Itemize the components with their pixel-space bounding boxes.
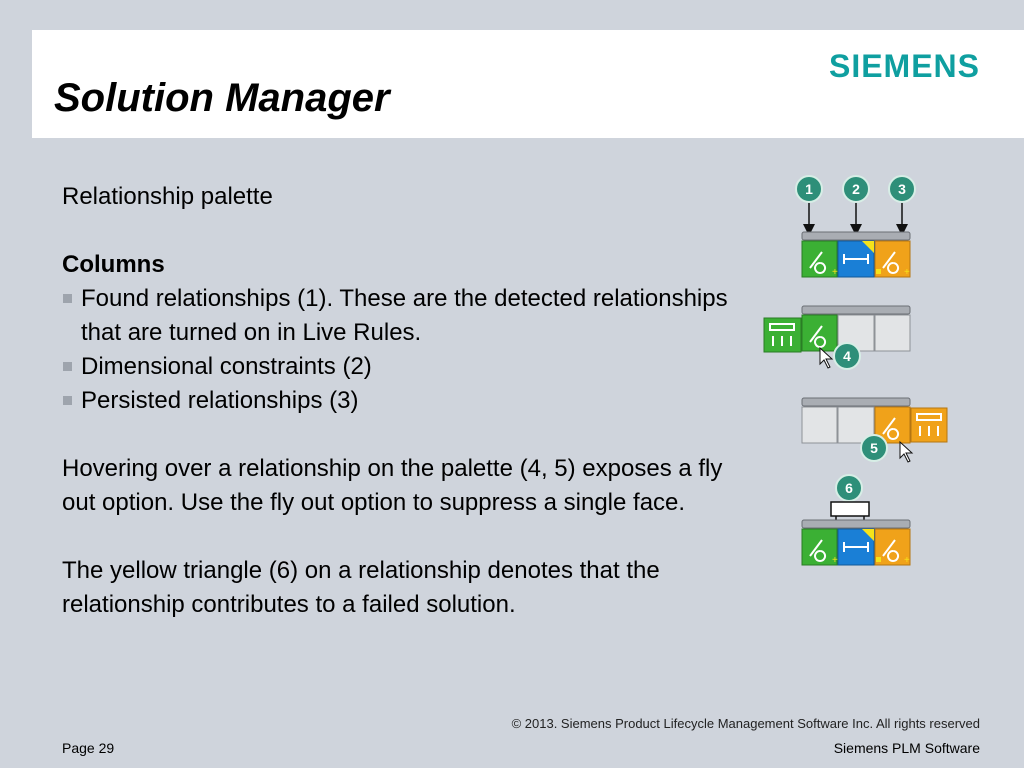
slide-body: Relationship palette Columns Found relat… [62, 180, 742, 622]
lock-icon [876, 269, 881, 274]
list-item: Persisted relationships (3) [62, 384, 742, 418]
failed-indicator-box [830, 501, 870, 517]
cursor-icon [819, 346, 834, 369]
empty-cell [874, 314, 911, 352]
title-bar: Solution Manager SIEMENS [32, 30, 1024, 138]
empty-cell [801, 406, 838, 444]
coaxial-icon [809, 251, 827, 274]
siemens-logo: SIEMENS [828, 48, 980, 84]
palette-panel-columns: 1 2 3 + + [795, 175, 916, 278]
coaxial-icon [882, 251, 900, 274]
list-item: Found relationships (1). These are the d… [62, 282, 742, 350]
warning-triangle-icon [862, 241, 874, 253]
callout-label: 1 [805, 181, 813, 197]
callout-badge-5: 5 [860, 434, 888, 462]
relationship-palette-diagram: 1 2 3 + + 4 [763, 175, 948, 566]
callout-label: 6 [845, 480, 853, 496]
callout-label: 5 [870, 440, 878, 456]
triangle-paragraph: The yellow triangle (6) on a relationshi… [62, 557, 660, 618]
footer-brand: Siemens PLM Software [833, 740, 980, 756]
callout-badge-2: 2 [842, 175, 870, 203]
persisted-relationship-cell[interactable] [874, 406, 911, 444]
found-relationship-cell[interactable] [801, 314, 838, 352]
coaxial-icon [809, 539, 827, 562]
columns-list: Found relationships (1). These are the d… [62, 282, 742, 418]
dimension-icon [843, 254, 869, 264]
callout-label: 4 [843, 348, 851, 364]
palette-grip-bar[interactable] [801, 397, 911, 407]
plus-icon: + [832, 267, 838, 278]
warning-triangle-icon [862, 529, 874, 541]
suppress-face-icon [769, 323, 795, 346]
columns-heading: Columns [62, 251, 165, 278]
palette-panel-failed: 6 + + [801, 474, 911, 566]
callout-badge-3: 3 [888, 175, 916, 203]
callout-badge-6: 6 [835, 474, 863, 502]
callout-label: 2 [852, 181, 860, 197]
plus-icon: + [904, 555, 910, 566]
callout-badge-4: 4 [833, 342, 861, 370]
palette-grip-bar[interactable] [801, 519, 911, 529]
plus-icon: + [904, 267, 910, 278]
coaxial-icon [882, 539, 900, 562]
page-number: Page 29 [62, 740, 115, 756]
hover-paragraph: Hovering over a relationship on the pale… [62, 455, 723, 516]
list-item: Dimensional constraints (2) [62, 350, 742, 384]
palette-panel-flyout-left: 4 [763, 305, 911, 370]
persisted-relationship-cell[interactable] [874, 240, 911, 278]
found-relationship-cell[interactable] [801, 240, 838, 278]
suppress-face-icon [916, 413, 942, 436]
palette-grip-bar[interactable] [801, 231, 911, 241]
lock-icon [876, 557, 881, 562]
page-title: Solution Manager [54, 76, 390, 120]
intro-text: Relationship palette [62, 183, 273, 210]
dimension-icon [843, 542, 869, 552]
coaxial-icon [809, 325, 827, 348]
callout-badge-1: 1 [795, 175, 823, 203]
cursor-icon [899, 440, 914, 463]
plus-icon: + [832, 555, 838, 566]
found-relationship-cell[interactable] [801, 528, 838, 566]
coaxial-icon [882, 417, 900, 440]
palette-grip-bar[interactable] [801, 305, 911, 315]
copyright-notice: © 2013. Siemens Product Lifecycle Manage… [511, 716, 980, 731]
callout-label: 3 [898, 181, 906, 197]
palette-panel-flyout-right: 5 [801, 397, 948, 463]
